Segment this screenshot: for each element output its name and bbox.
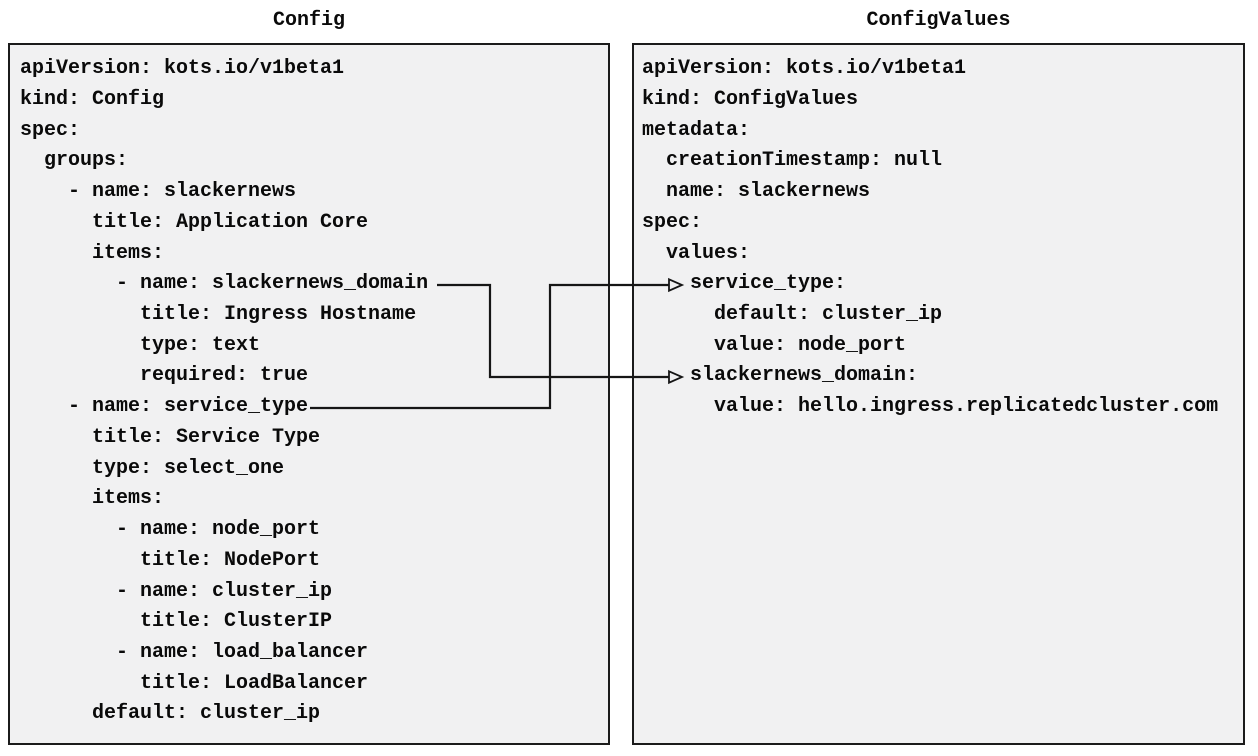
- configvalues-panel-title: ConfigValues: [866, 9, 1011, 32]
- config-yaml-panel: apiVersion: kots.io/v1beta1 kind: Config…: [8, 43, 610, 745]
- config-panel-title: Config: [272, 9, 345, 32]
- configvalues-yaml-panel: apiVersion: kots.io/v1beta1 kind: Config…: [632, 43, 1245, 745]
- configvalues-yaml-code: apiVersion: kots.io/v1beta1 kind: Config…: [642, 57, 1219, 419]
- config-yaml-code: apiVersion: kots.io/v1beta1 kind: Config…: [20, 57, 429, 726]
